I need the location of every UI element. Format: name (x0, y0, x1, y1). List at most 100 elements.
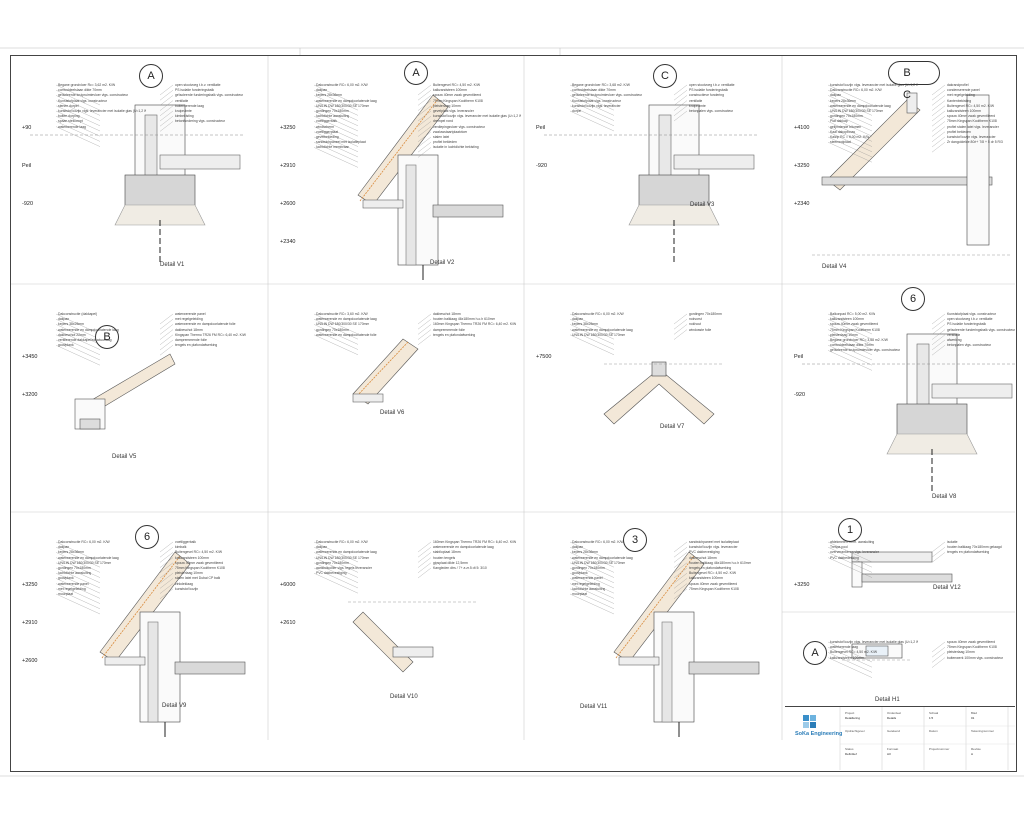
drawing-line (569, 547, 615, 568)
title-block-value: Details (887, 716, 897, 720)
annotation-note: met regelgeleiding (572, 581, 600, 586)
annotation-note: 75mm Kingspan Kooltherm K108 (175, 566, 225, 570)
annotation-note: Trespa pool (830, 545, 848, 550)
parapet-cap (851, 551, 933, 563)
annotation-note: ventilatie (175, 98, 189, 103)
drawing-line (569, 583, 615, 604)
drawing-line (569, 567, 615, 589)
annotation-note: PS isolatie funderingsbalk (947, 322, 987, 327)
annotation-note: zinkdeklaag (175, 581, 193, 586)
detail-title-v3: Detail V3 (690, 202, 715, 208)
drawing-line (569, 578, 615, 599)
annotation-note: open stootvoeg t.b.v. ventilatie (175, 83, 221, 87)
floor-slab (159, 154, 241, 170)
annotation-note: kunststof kozijn vlgs. leverancier met i… (830, 640, 918, 644)
annotation-note: afdekmeten t.o.m. aansluiting (830, 540, 875, 544)
drawing-line (569, 100, 615, 121)
annotation-note: gordingen 70x180mm (58, 566, 91, 570)
floor-slab (174, 661, 246, 675)
annotation-note: waterkerende laag (58, 124, 86, 129)
gutter (79, 418, 101, 430)
drawing-line (55, 552, 101, 573)
level-marker: +2600 (22, 658, 38, 664)
drawing-line (55, 116, 101, 137)
drawing-line (313, 334, 359, 355)
annotation-note: dakbeschot 22mm (58, 332, 86, 337)
drawing-line (673, 557, 688, 568)
annotation-note: UNILIN DW 180/300/30 SE 170mm (830, 109, 884, 113)
annotation-note: windvaste folie (689, 327, 712, 332)
drawing-line (569, 541, 615, 563)
drawing-line (417, 552, 432, 563)
drawing-line (313, 100, 359, 121)
annotation-note: Dakconstructie (dakkapel) (58, 312, 98, 316)
drawing-line (417, 334, 432, 345)
level-marker: +3250 (280, 125, 296, 131)
annotation-note: pleisterlaag 10mm (433, 103, 461, 108)
drawing-line (55, 567, 101, 589)
detail-marker-v5: B (95, 325, 119, 349)
cavity (405, 164, 417, 266)
drawing-line (673, 313, 688, 325)
drawing-line (55, 121, 101, 142)
drawing-line (313, 126, 359, 147)
drawing-line (931, 84, 946, 96)
drawing-line (827, 350, 873, 371)
annotation-note: 75mm Kingspan Kooltherm K108 (433, 98, 483, 103)
drawing-line (569, 105, 615, 126)
annotation-note: waterwerende en dampdoorlatende laag (316, 550, 377, 555)
drawing-line (931, 131, 946, 142)
drawing-line (313, 573, 359, 594)
level-marker: -920 (794, 392, 806, 398)
drawing-line (673, 90, 688, 101)
title-block-label: Getekend (887, 729, 901, 733)
annotation-note: Kangleden dtrs / 7+ a zr.5 dt 5: 3/10 (433, 566, 487, 570)
level-marker: +90 (22, 125, 32, 131)
detail-title-v5: Detail V5 (112, 454, 137, 460)
annotation-note: PVC dakbevestiging (316, 571, 347, 576)
annotation-note: Begane grondvloer RC= 3,68 m2. K/W (572, 83, 630, 87)
drawing-line (159, 319, 174, 330)
drawing-line (827, 105, 873, 126)
company-name: SoKa Engineering (795, 731, 843, 737)
detail-title-v4: Detail V4 (822, 264, 847, 270)
annotation-note: PS isolatie funderingsbalk (175, 88, 215, 93)
drawing-line (569, 573, 615, 594)
drawing-line (827, 552, 873, 573)
detail-marker-v2: A (404, 61, 428, 85)
annotation-note: buitenkerende laag (175, 103, 204, 108)
drawing-line (569, 552, 615, 573)
title-block-label: Projectnummer (929, 747, 950, 751)
drawing-line (931, 136, 946, 148)
annotation-note: open stootvoeg t.b.v. ventilatie (689, 83, 735, 87)
drawing-line (569, 319, 615, 340)
annotation-note: pleisterlaag 10mm (175, 571, 203, 576)
ground (114, 204, 206, 226)
drawing-line (313, 567, 359, 589)
drawing-line (931, 334, 946, 345)
level-marker: -920 (22, 201, 34, 207)
annotation-note: profiel bekleden (947, 129, 971, 134)
annotation-note: 160mm Kingspan Thermo TR26 FM RC= 6,40 m… (433, 540, 517, 544)
annotation-note: waterwerende en dampdoorlatende laag (316, 317, 377, 322)
annotation-note: kunststof kozijn vlgs. leverancier met i… (830, 83, 918, 87)
drawing-line (827, 334, 873, 355)
drawing-line (931, 329, 946, 340)
annotation-note: ventilatie (689, 98, 703, 103)
drawing-line (931, 547, 946, 558)
level-marker: +3250 (794, 163, 810, 169)
drawing-line (827, 339, 873, 361)
detail-title-v7: Detail V7 (660, 424, 685, 430)
drawing-line (827, 557, 873, 578)
title-block-value: A3 (887, 752, 891, 756)
drawing-line (417, 547, 432, 558)
annotation-note: ventilerende dakkapel/structuurlaag (58, 338, 112, 342)
annotation-note: 75mm Kingspan Kooltherm K108 (947, 645, 997, 650)
drawing-line (827, 84, 873, 106)
drawing-line (313, 313, 359, 335)
drawing-line (931, 647, 946, 658)
annotation-note: open stootvoeg t.b.v. ventilatie (947, 317, 993, 322)
annotation-note: kruipruimte (175, 109, 192, 113)
drawing-line (313, 541, 359, 563)
